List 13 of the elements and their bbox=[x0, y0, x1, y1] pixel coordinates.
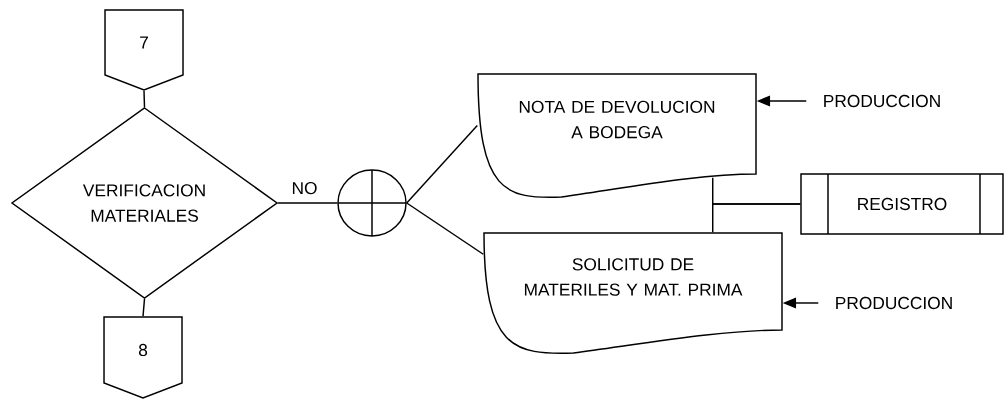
connector-line bbox=[277, 202, 338, 204]
connector-line bbox=[712, 203, 801, 233]
connector-line bbox=[143, 90, 146, 108]
label-text: PRODUCCION bbox=[836, 296, 952, 310]
summing-junction-circle bbox=[337, 169, 407, 237]
edge-label: NO bbox=[292, 182, 317, 195]
connector-line bbox=[406, 202, 484, 255]
predefined-process-box: REGISTRO bbox=[800, 173, 1004, 235]
connector-line bbox=[142, 298, 146, 317]
label-text: PRODUCCION bbox=[824, 94, 940, 108]
connector-line bbox=[406, 124, 478, 204]
off-page-connector: 7 bbox=[104, 9, 184, 91]
off-page-connector: 8 bbox=[103, 316, 183, 399]
